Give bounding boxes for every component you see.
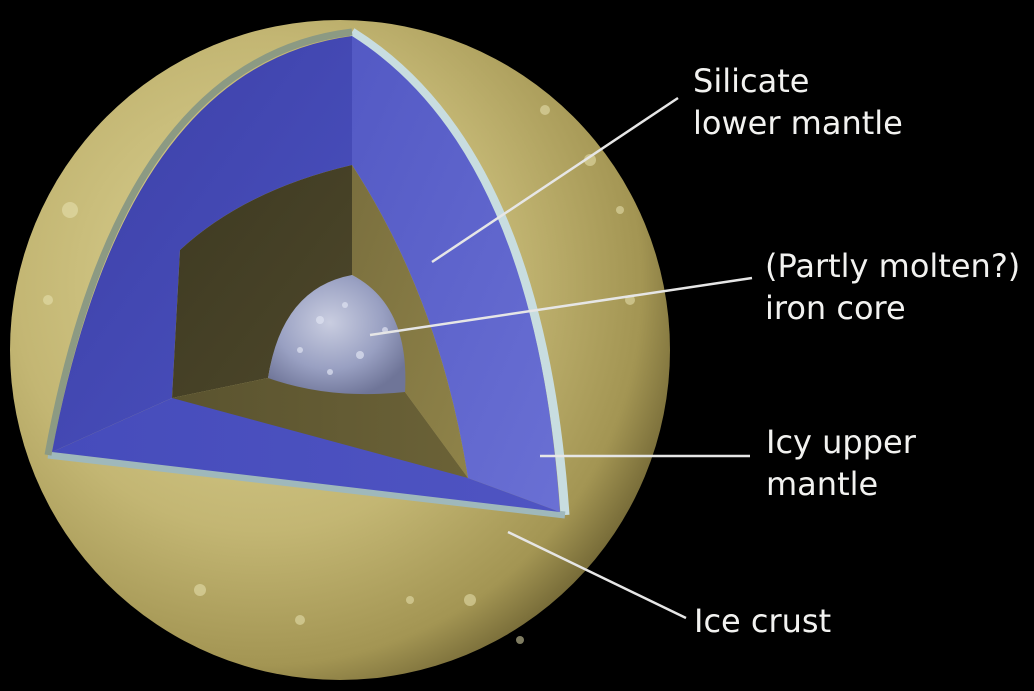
iron-core-label: (Partly molten?) iron core: [765, 245, 1020, 329]
silicate-label-line-1: Silicate: [693, 60, 903, 102]
core-label-line-1: (Partly molten?): [765, 245, 1020, 287]
icy-upper-mantle-label: Icy upper mantle: [766, 421, 916, 505]
core-label-line-2: iron core: [765, 287, 1020, 329]
ice-crust-label: Ice crust: [694, 600, 831, 642]
silicate-lower-mantle-label: Silicate lower mantle: [693, 60, 903, 144]
icy-label-line-2: mantle: [766, 463, 916, 505]
silicate-label-line-2: lower mantle: [693, 102, 903, 144]
icy-label-line-1: Icy upper: [766, 421, 916, 463]
crust-label-line-1: Ice crust: [694, 600, 831, 642]
